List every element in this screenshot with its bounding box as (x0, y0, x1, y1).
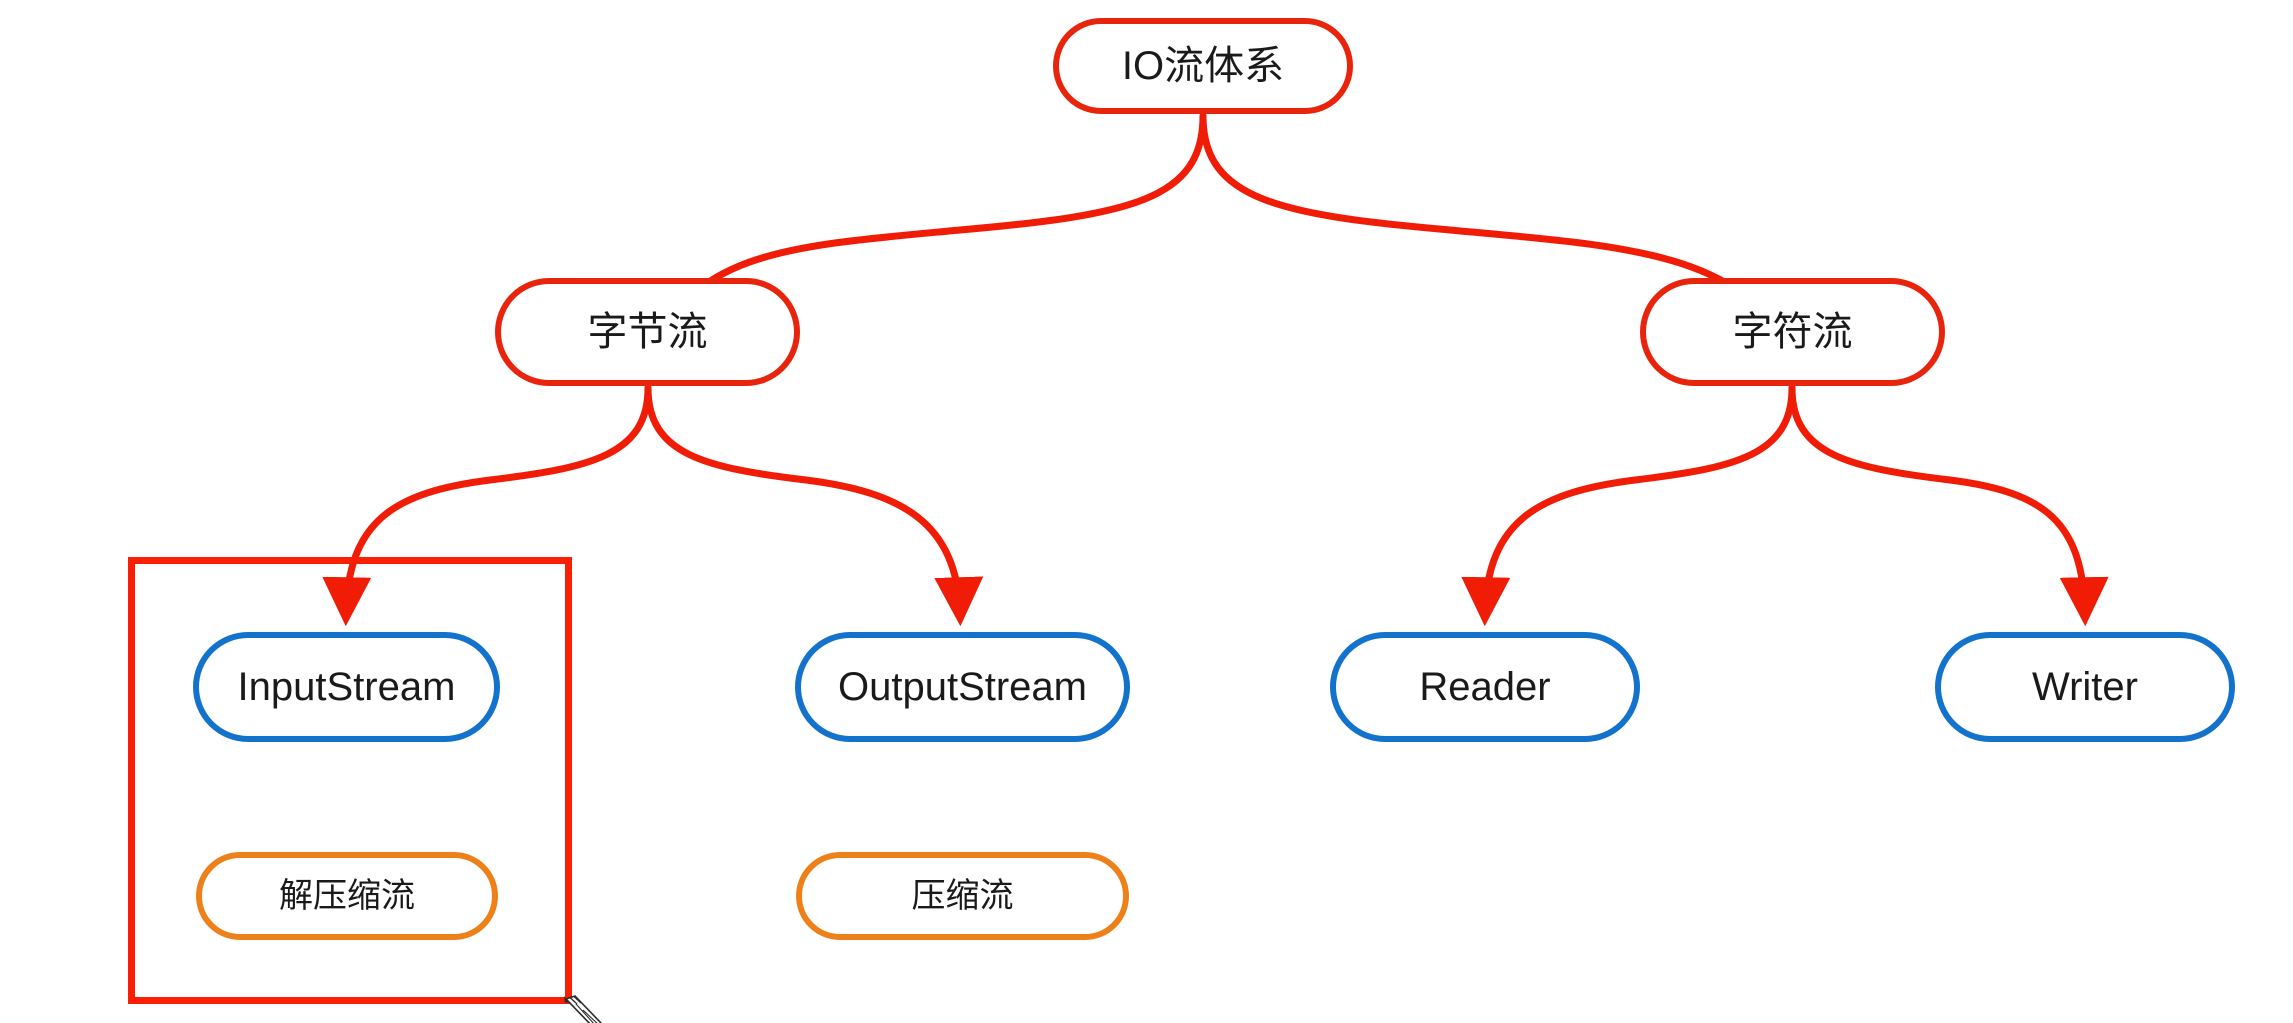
edge-char-stream-to-reader (1461, 384, 1796, 627)
node-output-stream-label: OutputStream (837, 665, 1087, 709)
node-char-stream[interactable]: 字符流 (1640, 278, 1945, 386)
node-byte-stream-label: 字节流 (587, 310, 708, 354)
node-writer-label: Writer (2032, 665, 2138, 709)
node-input-stream[interactable]: InputStream (193, 632, 500, 742)
node-output-stream[interactable]: OutputStream (795, 632, 1130, 742)
node-char-stream-label: 字符流 (1732, 310, 1853, 354)
node-writer[interactable]: Writer (1935, 632, 2235, 742)
node-root[interactable]: IO流体系 (1053, 18, 1353, 114)
node-decompress-stream[interactable]: 解压缩流 (196, 852, 498, 940)
node-root-label: IO流体系 (1121, 44, 1285, 88)
node-decompress-stream-label: 解压缩流 (279, 877, 415, 915)
node-byte-stream[interactable]: 字节流 (495, 278, 800, 386)
node-reader-label: Reader (1419, 665, 1551, 709)
edge-char-stream-to-writer (1788, 384, 2109, 627)
node-reader[interactable]: Reader (1330, 632, 1640, 742)
node-input-stream-label: InputStream (237, 665, 456, 709)
pencil-cursor-icon (564, 995, 603, 1023)
edge-byte-stream-to-output-stream (644, 384, 984, 627)
node-compress-stream[interactable]: 压缩流 (796, 852, 1129, 940)
node-compress-stream-label: 压缩流 (911, 877, 1014, 915)
